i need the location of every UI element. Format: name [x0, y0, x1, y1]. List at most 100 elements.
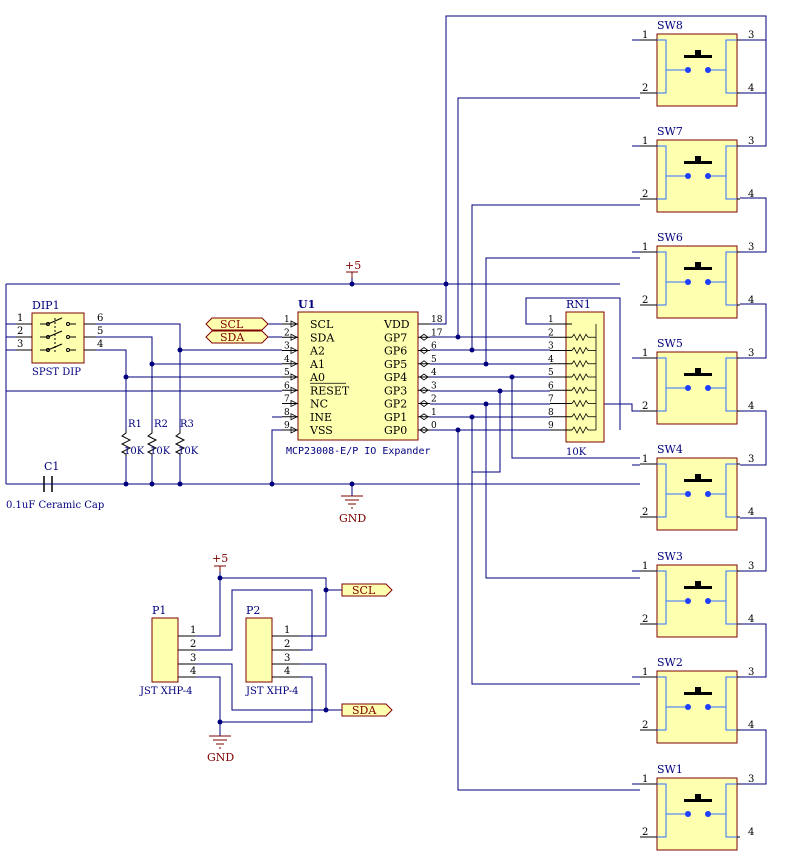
u1-pin-bidir — [419, 400, 429, 407]
switch-contact — [685, 704, 691, 710]
p1-pin-num: 2 — [190, 639, 196, 650]
switch-pin-num: 2 — [642, 189, 648, 200]
rn1-pin-num: 8 — [548, 408, 554, 418]
rn1-resistor-element — [571, 412, 589, 421]
connector-p2: P2 1 2 3 4 JST XHP-4 — [245, 604, 300, 697]
switch-pin-num: 2 — [642, 827, 648, 838]
wire-dip-left — [6, 323, 16, 351]
switch-actuator-bar — [684, 692, 712, 695]
switch-pin-num: 1 — [642, 454, 648, 465]
wire-scl-sda — [268, 323, 282, 338]
switch-pin-num: 4 — [748, 189, 754, 200]
u1-pin-name: INE — [310, 411, 332, 424]
dip1-pin-num: 4 — [97, 339, 103, 350]
u1-pin-num: 7 — [284, 395, 290, 405]
u1-pin-num: 2 — [431, 395, 437, 405]
rn1-pin-num: 6 — [548, 381, 554, 391]
rn1-pin-num: 2 — [548, 328, 554, 338]
u1-ref: U1 — [298, 298, 315, 311]
switch-pin-num: 4 — [748, 827, 754, 838]
vcc-label: +5 — [212, 552, 228, 565]
dip1-pin-num: 6 — [97, 313, 103, 324]
wire-dip-pin6 — [84, 323, 282, 351]
switch-inner-wiring — [657, 783, 737, 838]
junction-dot — [217, 575, 223, 581]
u1-pin-num: 8 — [284, 408, 290, 418]
u1-pin-num: 1 — [431, 408, 437, 418]
u1-pin-name: GP7 — [384, 331, 407, 344]
switch-inner-wiring — [657, 39, 737, 94]
u1-pin-name: SDA — [310, 331, 335, 344]
switch-ref: SW6 — [657, 231, 683, 244]
u1-pin-num: 6 — [431, 342, 437, 352]
switches: SW81234SW71234SW61234SW51234SW41234SW312… — [640, 19, 754, 851]
r2-value: 10K — [150, 446, 171, 457]
u1-pin-num: 4 — [431, 368, 437, 378]
u1-pin-name: GP6 — [384, 345, 407, 358]
wire-gp1 — [430, 416, 550, 472]
junction-dot — [149, 361, 155, 367]
u1-pin-num: 4 — [284, 355, 290, 365]
junction-dot — [177, 347, 183, 353]
u1-pin-name: NC — [310, 398, 328, 411]
switch-ref: SW4 — [657, 443, 683, 456]
rn1-pin-num: 9 — [548, 421, 554, 431]
switch-contact — [705, 279, 711, 285]
switch-pin-num: 1 — [642, 348, 648, 359]
gnd-label: GND — [207, 751, 234, 764]
switch-pin-num: 4 — [748, 401, 754, 412]
rn1-pin-num: 5 — [548, 368, 554, 378]
wire-p-scl — [180, 589, 342, 651]
switch-pin-num: 4 — [748, 507, 754, 518]
switch-inner-wiring — [657, 357, 737, 412]
wire-sw-right-bus — [740, 40, 767, 785]
u1-pin-arrow — [290, 426, 298, 434]
u1-pin-num: 3 — [431, 381, 437, 391]
switch-actuator-bar — [684, 55, 712, 58]
vcc-symbol-top: +5 — [345, 259, 361, 278]
p2-pin-num: 4 — [284, 666, 290, 677]
switch-inner-wiring — [657, 145, 737, 200]
u1-pin-num: 17 — [431, 328, 443, 338]
switch-actuator-bar — [684, 586, 712, 589]
resistor-r1: R1 10K — [120, 419, 145, 457]
wire-dip-pin5 — [84, 336, 282, 365]
p2-pin-num: 1 — [284, 625, 290, 636]
port-scl-bottom: SCL — [341, 583, 393, 597]
switch-actuator-bar — [684, 373, 712, 376]
switch-pin-num: 4 — [748, 614, 754, 625]
junction-dot — [323, 587, 329, 593]
u1-pin-bidir — [419, 347, 429, 354]
rn1-ref: RN1 — [566, 298, 591, 311]
switch-pin-num: 3 — [748, 774, 754, 785]
junction-dot — [217, 719, 223, 725]
u1-pin-bidir — [419, 426, 429, 434]
switch-pin-num: 3 — [748, 136, 754, 147]
junction-dot — [349, 281, 355, 287]
u1-pin-name: GP1 — [384, 411, 407, 424]
wire-gp0 — [430, 429, 640, 791]
u1-pin-name: GP0 — [384, 424, 407, 437]
u1-pin-name: GP5 — [384, 358, 407, 371]
switch-pin-num: 2 — [642, 401, 648, 412]
junction-dot — [469, 347, 475, 353]
wire-p-sda — [180, 663, 342, 711]
switch-actuator-cap — [695, 581, 701, 586]
wire-gp3 — [430, 390, 640, 685]
p2-pin-num: 2 — [284, 639, 290, 650]
junction-dot — [443, 281, 449, 287]
dip1-pin-num: 5 — [97, 326, 103, 337]
port-label: SDA — [220, 331, 245, 344]
switch-contact — [685, 811, 691, 817]
capacitor-c1: C1 0.1uF Ceramic Cap — [6, 460, 104, 511]
u1-pin-name: VSS — [309, 424, 333, 437]
u1-pin-num: 1 — [284, 315, 290, 325]
